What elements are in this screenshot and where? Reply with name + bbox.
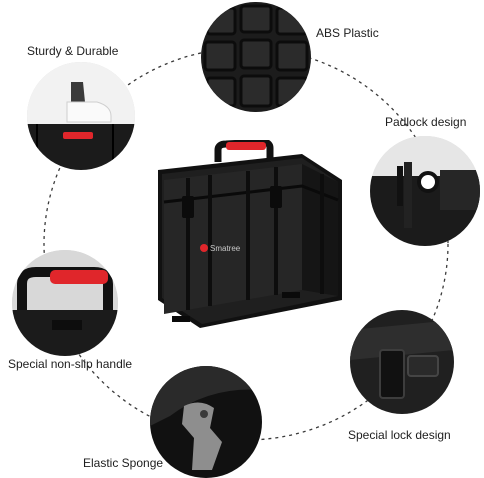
lock-design-detail-image [350, 310, 454, 414]
elastic-sponge-label: Elastic Sponge [83, 456, 164, 470]
brand-logo: Smatree [210, 244, 241, 253]
non-slip-handle-label: Special non-slip handle [8, 357, 133, 371]
lock-design-label: Special lock design [348, 428, 451, 442]
sturdy-durable-detail-image [27, 62, 135, 170]
abs-plastic-label: ABS Plastic [316, 26, 379, 40]
abs-plastic-detail-image [201, 2, 311, 112]
non-slip-handle-detail-image [12, 250, 118, 356]
elastic-sponge-detail-image [150, 366, 262, 478]
hard-case-product-image: Smatree [152, 138, 348, 336]
padlock-design-detail-image [370, 136, 480, 246]
padlock-design-label: Padlock design [385, 115, 467, 129]
sturdy-durable-label: Sturdy & Durable [27, 44, 119, 58]
